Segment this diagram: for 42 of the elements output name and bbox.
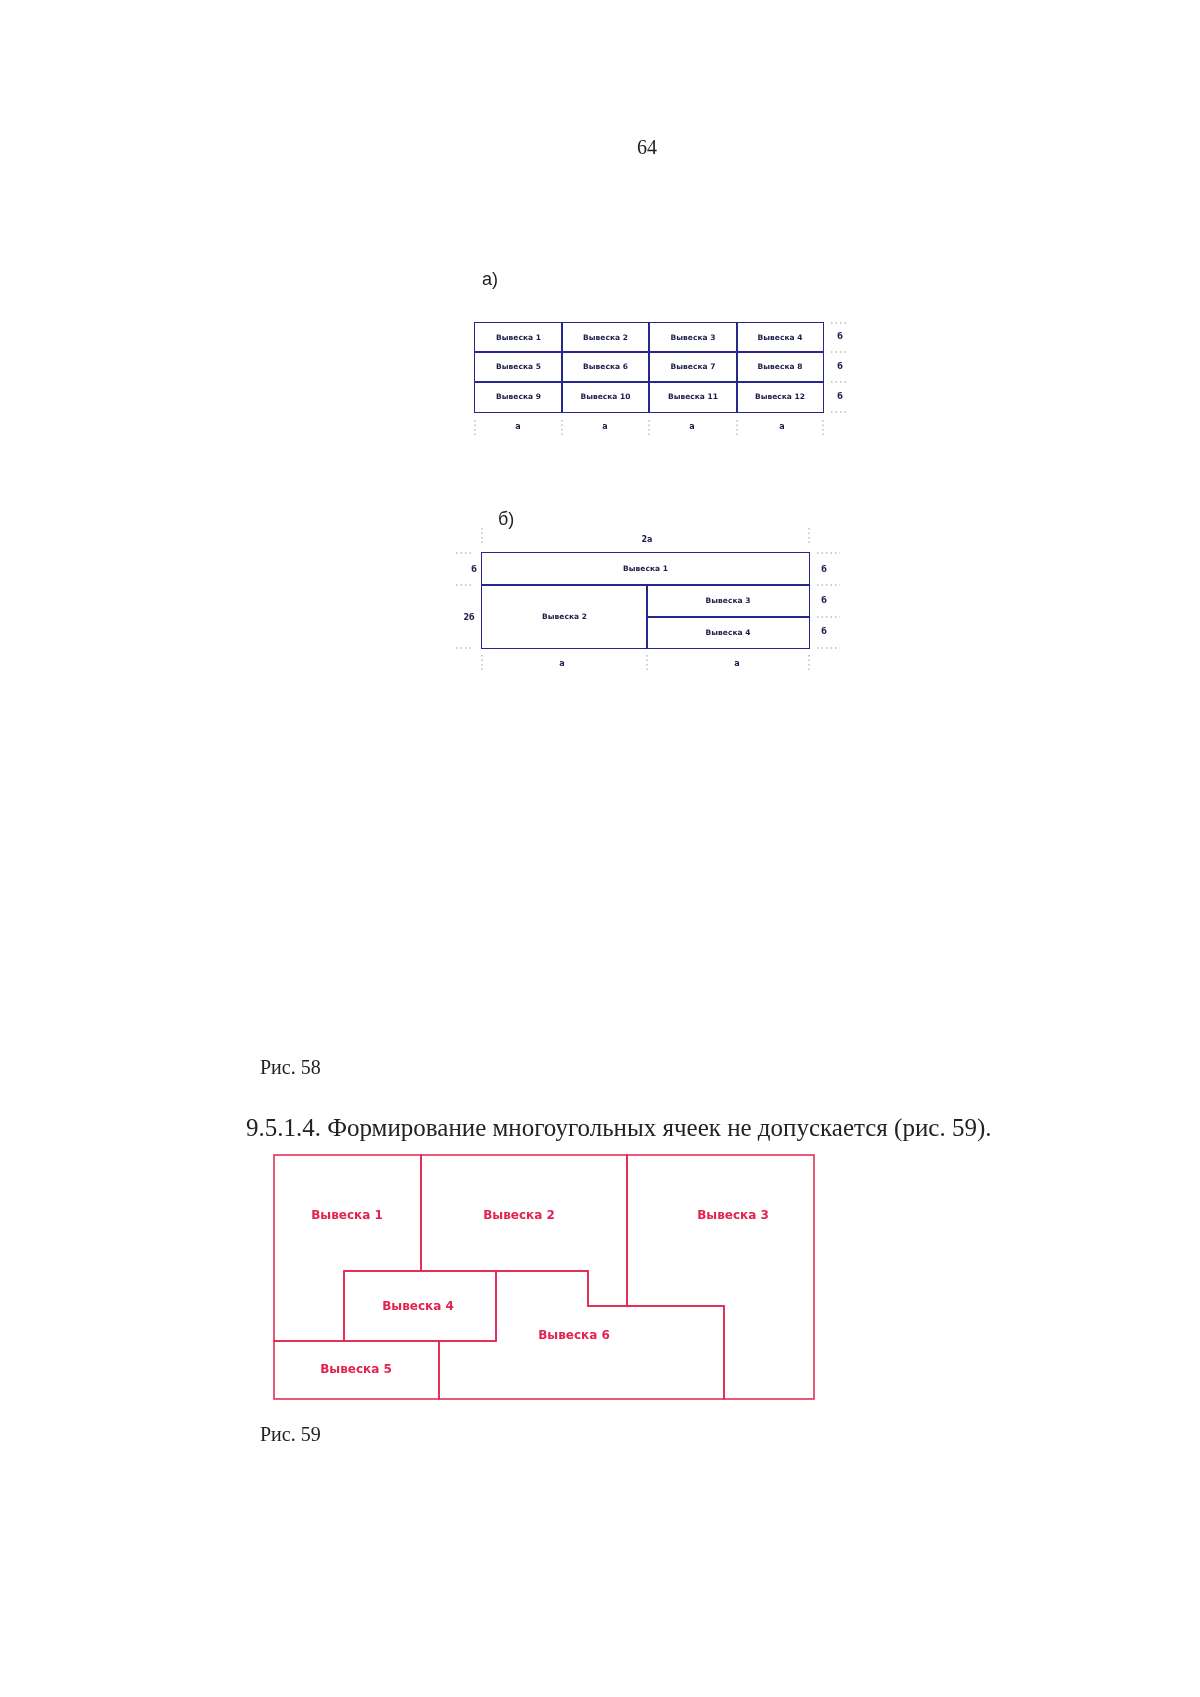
panel-label: а)	[482, 270, 498, 288]
sign-cell	[481, 552, 810, 586]
dimension-label: б	[837, 333, 843, 341]
dimension-label: а	[779, 423, 785, 431]
sign-label: Вывеска 3	[697, 1209, 769, 1221]
dimension-label: а	[559, 660, 565, 668]
sign-cell	[561, 322, 650, 353]
sign-cell	[561, 381, 650, 413]
sign-label: Вывеска 2	[483, 1209, 555, 1221]
sign-cell	[474, 381, 563, 413]
sign-cell	[736, 322, 824, 353]
sign-cell	[646, 584, 810, 618]
body-text: 9.5.1.4. Формирование многоугольных ячеек не допускается (рис. 59).	[246, 1114, 992, 1140]
panel-label: б)	[498, 510, 515, 528]
sign-label: Вывеска 6	[538, 1329, 610, 1341]
sign-cell	[736, 351, 824, 383]
figure-caption: Рис. 58	[260, 1057, 321, 1077]
dimension-label: б	[837, 363, 843, 371]
sign-cell	[736, 381, 824, 413]
sign-cell	[561, 351, 650, 383]
sign-cell	[474, 322, 563, 353]
sign-cell	[646, 616, 810, 649]
dimension-label: а	[515, 423, 521, 431]
dimension-label: б	[471, 566, 477, 574]
sign-label: Вывеска 5	[320, 1363, 392, 1375]
dimension-label: б	[837, 393, 843, 401]
dimension-label: б	[821, 597, 827, 605]
dimension-label: а	[734, 660, 740, 668]
dimension-label: а	[602, 423, 608, 431]
dimension-label: б	[821, 628, 827, 636]
page-number: 64	[637, 137, 657, 157]
dimension-label: а	[689, 423, 695, 431]
sign-label: Вывеска 4	[382, 1300, 454, 1312]
sign-label: Вывеска 1	[311, 1209, 383, 1221]
sign-cell	[648, 381, 738, 413]
sign-cell	[474, 351, 563, 383]
sign-cell	[648, 322, 738, 353]
sign-cell	[481, 584, 648, 649]
dimension-label: 2а	[641, 536, 653, 544]
figure-caption: Рис. 59	[260, 1424, 321, 1444]
dimension-label: б	[821, 566, 827, 574]
sign-cell	[648, 351, 738, 383]
